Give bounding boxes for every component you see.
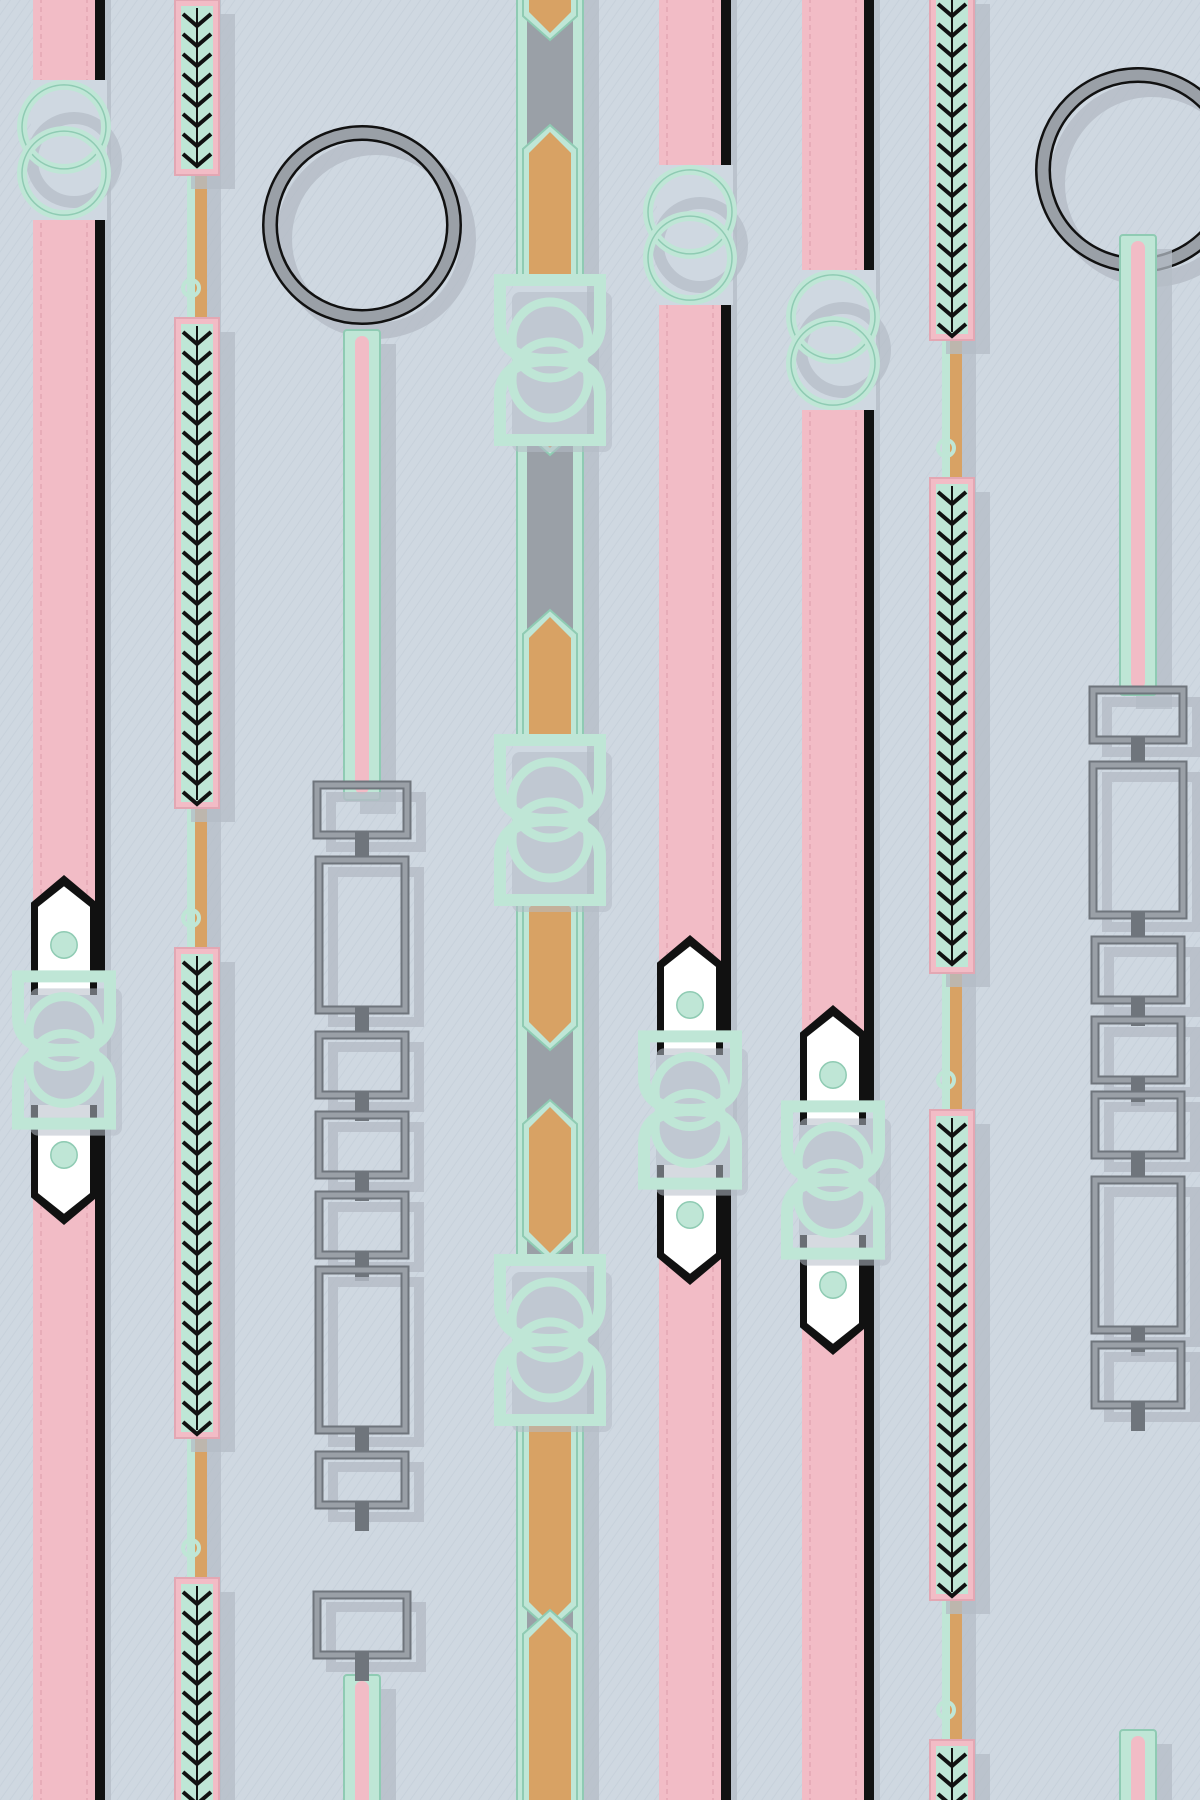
- chain-connector: [355, 831, 369, 861]
- cord-knot: [181, 908, 201, 928]
- tan-plate: [529, 0, 571, 33]
- tan-plate: [529, 887, 571, 1043]
- link-shadow: [328, 1042, 424, 1112]
- rivet: [676, 1201, 704, 1229]
- chevron-mark: [936, 322, 968, 339]
- tan-cord: [195, 0, 207, 1800]
- mint-ring-edge: [21, 130, 107, 216]
- d-buckle-bottom: [494, 813, 606, 906]
- d-buckle-bottom: [638, 1103, 742, 1190]
- rivet: [50, 1141, 78, 1169]
- strip-pink-belt-2: [638, 0, 748, 1800]
- d-buckle-bottom: [494, 353, 606, 446]
- strip-pink-belt-1: [12, 0, 122, 1800]
- mint-cord: [187, 0, 195, 1800]
- d-buckle-bottom: [781, 1173, 885, 1260]
- tan-plate: [529, 1617, 571, 1800]
- buckle-ring: [793, 1158, 873, 1238]
- strip-tan-belt: [494, 0, 612, 1800]
- chain-connector: [355, 1006, 369, 1036]
- buckle-ring: [650, 1052, 730, 1132]
- strips-layer: [12, 0, 1200, 1800]
- link-shadow: [326, 1602, 426, 1672]
- mint-ring-edge: [790, 320, 876, 406]
- pink-cord: [1131, 241, 1145, 689]
- d-buckle-bottom: [12, 1043, 116, 1130]
- mint-ring-edge: [790, 274, 876, 360]
- buckle-ring: [650, 1088, 730, 1168]
- chevron-mark: [181, 1420, 213, 1437]
- buckle-ring: [507, 797, 593, 883]
- chevron-mark: [181, 790, 213, 807]
- cord-knot: [181, 278, 201, 298]
- chain-connector: [355, 1651, 369, 1681]
- link-shadow: [1104, 947, 1200, 1017]
- tan-plate: [529, 1397, 571, 1623]
- big-ring: [264, 127, 460, 323]
- link-shadow: [1102, 772, 1200, 932]
- cord-knot: [936, 438, 956, 458]
- buckle-ring: [507, 337, 593, 423]
- chain-connector: [1131, 1151, 1145, 1181]
- mint-ring-edge: [21, 84, 107, 170]
- link-shadow: [328, 867, 424, 1027]
- pink-cord: [355, 1681, 369, 1800]
- strip-chevron-strap-1: [174, 0, 235, 1800]
- rivet: [50, 931, 78, 959]
- chevron-mark: [936, 1582, 968, 1599]
- buckle-ring: [793, 1122, 873, 1202]
- tan-plate: [529, 1107, 571, 1253]
- link-shadow: [328, 1122, 424, 1192]
- link-shadow: [328, 1462, 424, 1522]
- buckle-ring: [507, 757, 593, 843]
- strip-pink-belt-3: [781, 0, 891, 1800]
- cord-knot: [181, 1538, 201, 1558]
- cord-knot: [936, 1070, 956, 1090]
- strip-chain-strap-1: [262, 125, 476, 1800]
- buckle-ring: [507, 1317, 593, 1403]
- buckle-ring: [24, 992, 104, 1072]
- buckle-ring: [507, 297, 593, 383]
- chain-connector: [1131, 911, 1145, 941]
- buckle-ring: [507, 1277, 593, 1363]
- chain-connector: [1131, 736, 1145, 766]
- chevron-mark: [936, 1792, 968, 1800]
- rivet: [676, 991, 704, 1019]
- chain-connector: [355, 1501, 369, 1531]
- link-shadow: [1104, 1352, 1200, 1422]
- d-buckle-bottom: [494, 1333, 606, 1426]
- link-shadow: [1104, 1102, 1200, 1172]
- chain-connector: [1131, 1401, 1145, 1431]
- chain-connector: [355, 1426, 369, 1456]
- chevron-mark: [181, 1790, 213, 1800]
- mint-ring-edge: [647, 169, 733, 255]
- strip-chain-strap-2: [1035, 67, 1200, 1800]
- pink-cord: [355, 336, 369, 794]
- link-shadow: [326, 792, 426, 852]
- rivet: [819, 1271, 847, 1299]
- rivet: [819, 1061, 847, 1089]
- mint-ring-edge: [647, 215, 733, 301]
- link-shadow: [1102, 697, 1200, 757]
- strip-chevron-strap-2: [929, 0, 990, 1800]
- link-shadow: [328, 1277, 424, 1447]
- cord-knot: [936, 1700, 956, 1720]
- pink-cord: [1131, 1736, 1145, 1800]
- buckle-ring: [24, 1028, 104, 1108]
